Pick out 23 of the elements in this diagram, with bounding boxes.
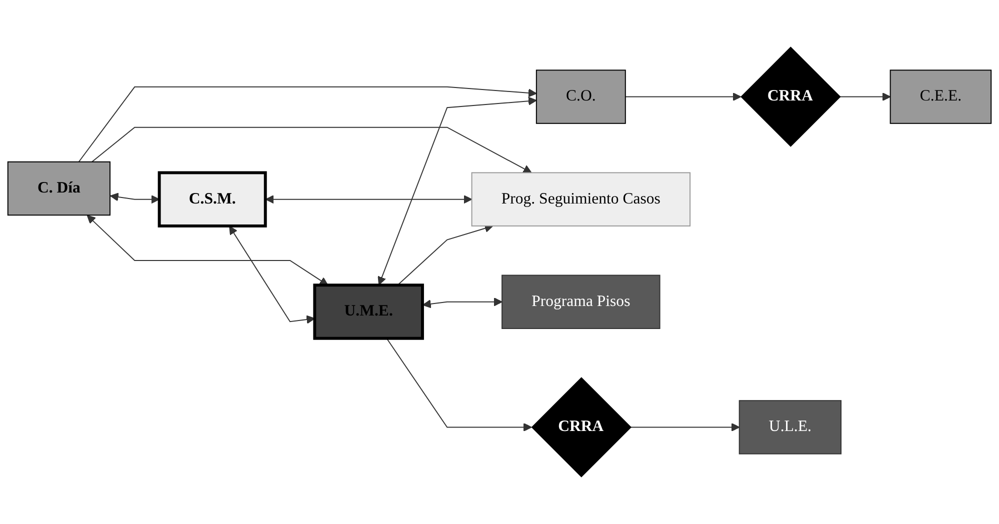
node-box: U.L.E. — [738, 400, 842, 454]
node-box: C.S.M. — [158, 171, 267, 228]
node-diamond: CRRA — [531, 377, 632, 478]
node-box: C.E.E. — [890, 70, 992, 124]
arrow — [378, 96, 537, 286]
arrow — [110, 192, 160, 204]
arrow — [630, 422, 740, 432]
node-box: U.M.E. — [313, 284, 424, 340]
arrow — [397, 224, 494, 286]
arrow — [422, 298, 502, 308]
node-box: C. Día — [7, 161, 110, 216]
arrow — [624, 92, 742, 102]
arrow — [386, 338, 532, 432]
node-diamond: CRRA — [740, 46, 841, 147]
arrow — [839, 92, 891, 102]
arrow — [86, 214, 328, 286]
arrow — [78, 86, 537, 162]
node-box: Prog. Seguimiento Casos — [471, 172, 691, 226]
arrow — [229, 226, 316, 324]
node-box: Programa Pisos — [502, 274, 660, 329]
node-box: C.O. — [536, 70, 626, 124]
arrow — [265, 195, 472, 204]
arrow — [91, 126, 532, 174]
